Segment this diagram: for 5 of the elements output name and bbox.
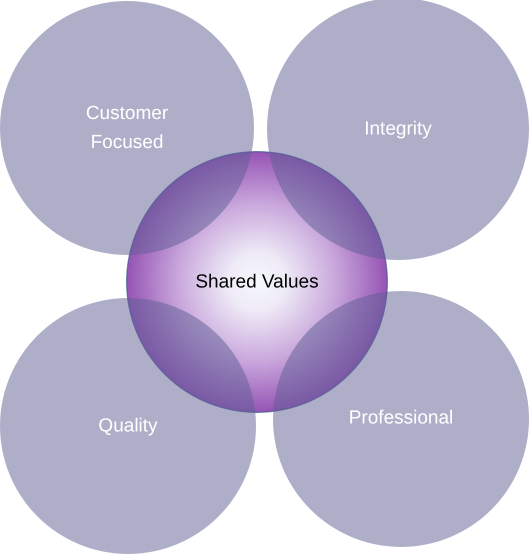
value-label: Integrity [363, 118, 433, 142]
value-label: Customer Focused [84, 102, 170, 155]
value-label: Professional [348, 406, 454, 430]
value-label: Shared Values [194, 270, 320, 294]
value-label: Quality [97, 414, 159, 438]
